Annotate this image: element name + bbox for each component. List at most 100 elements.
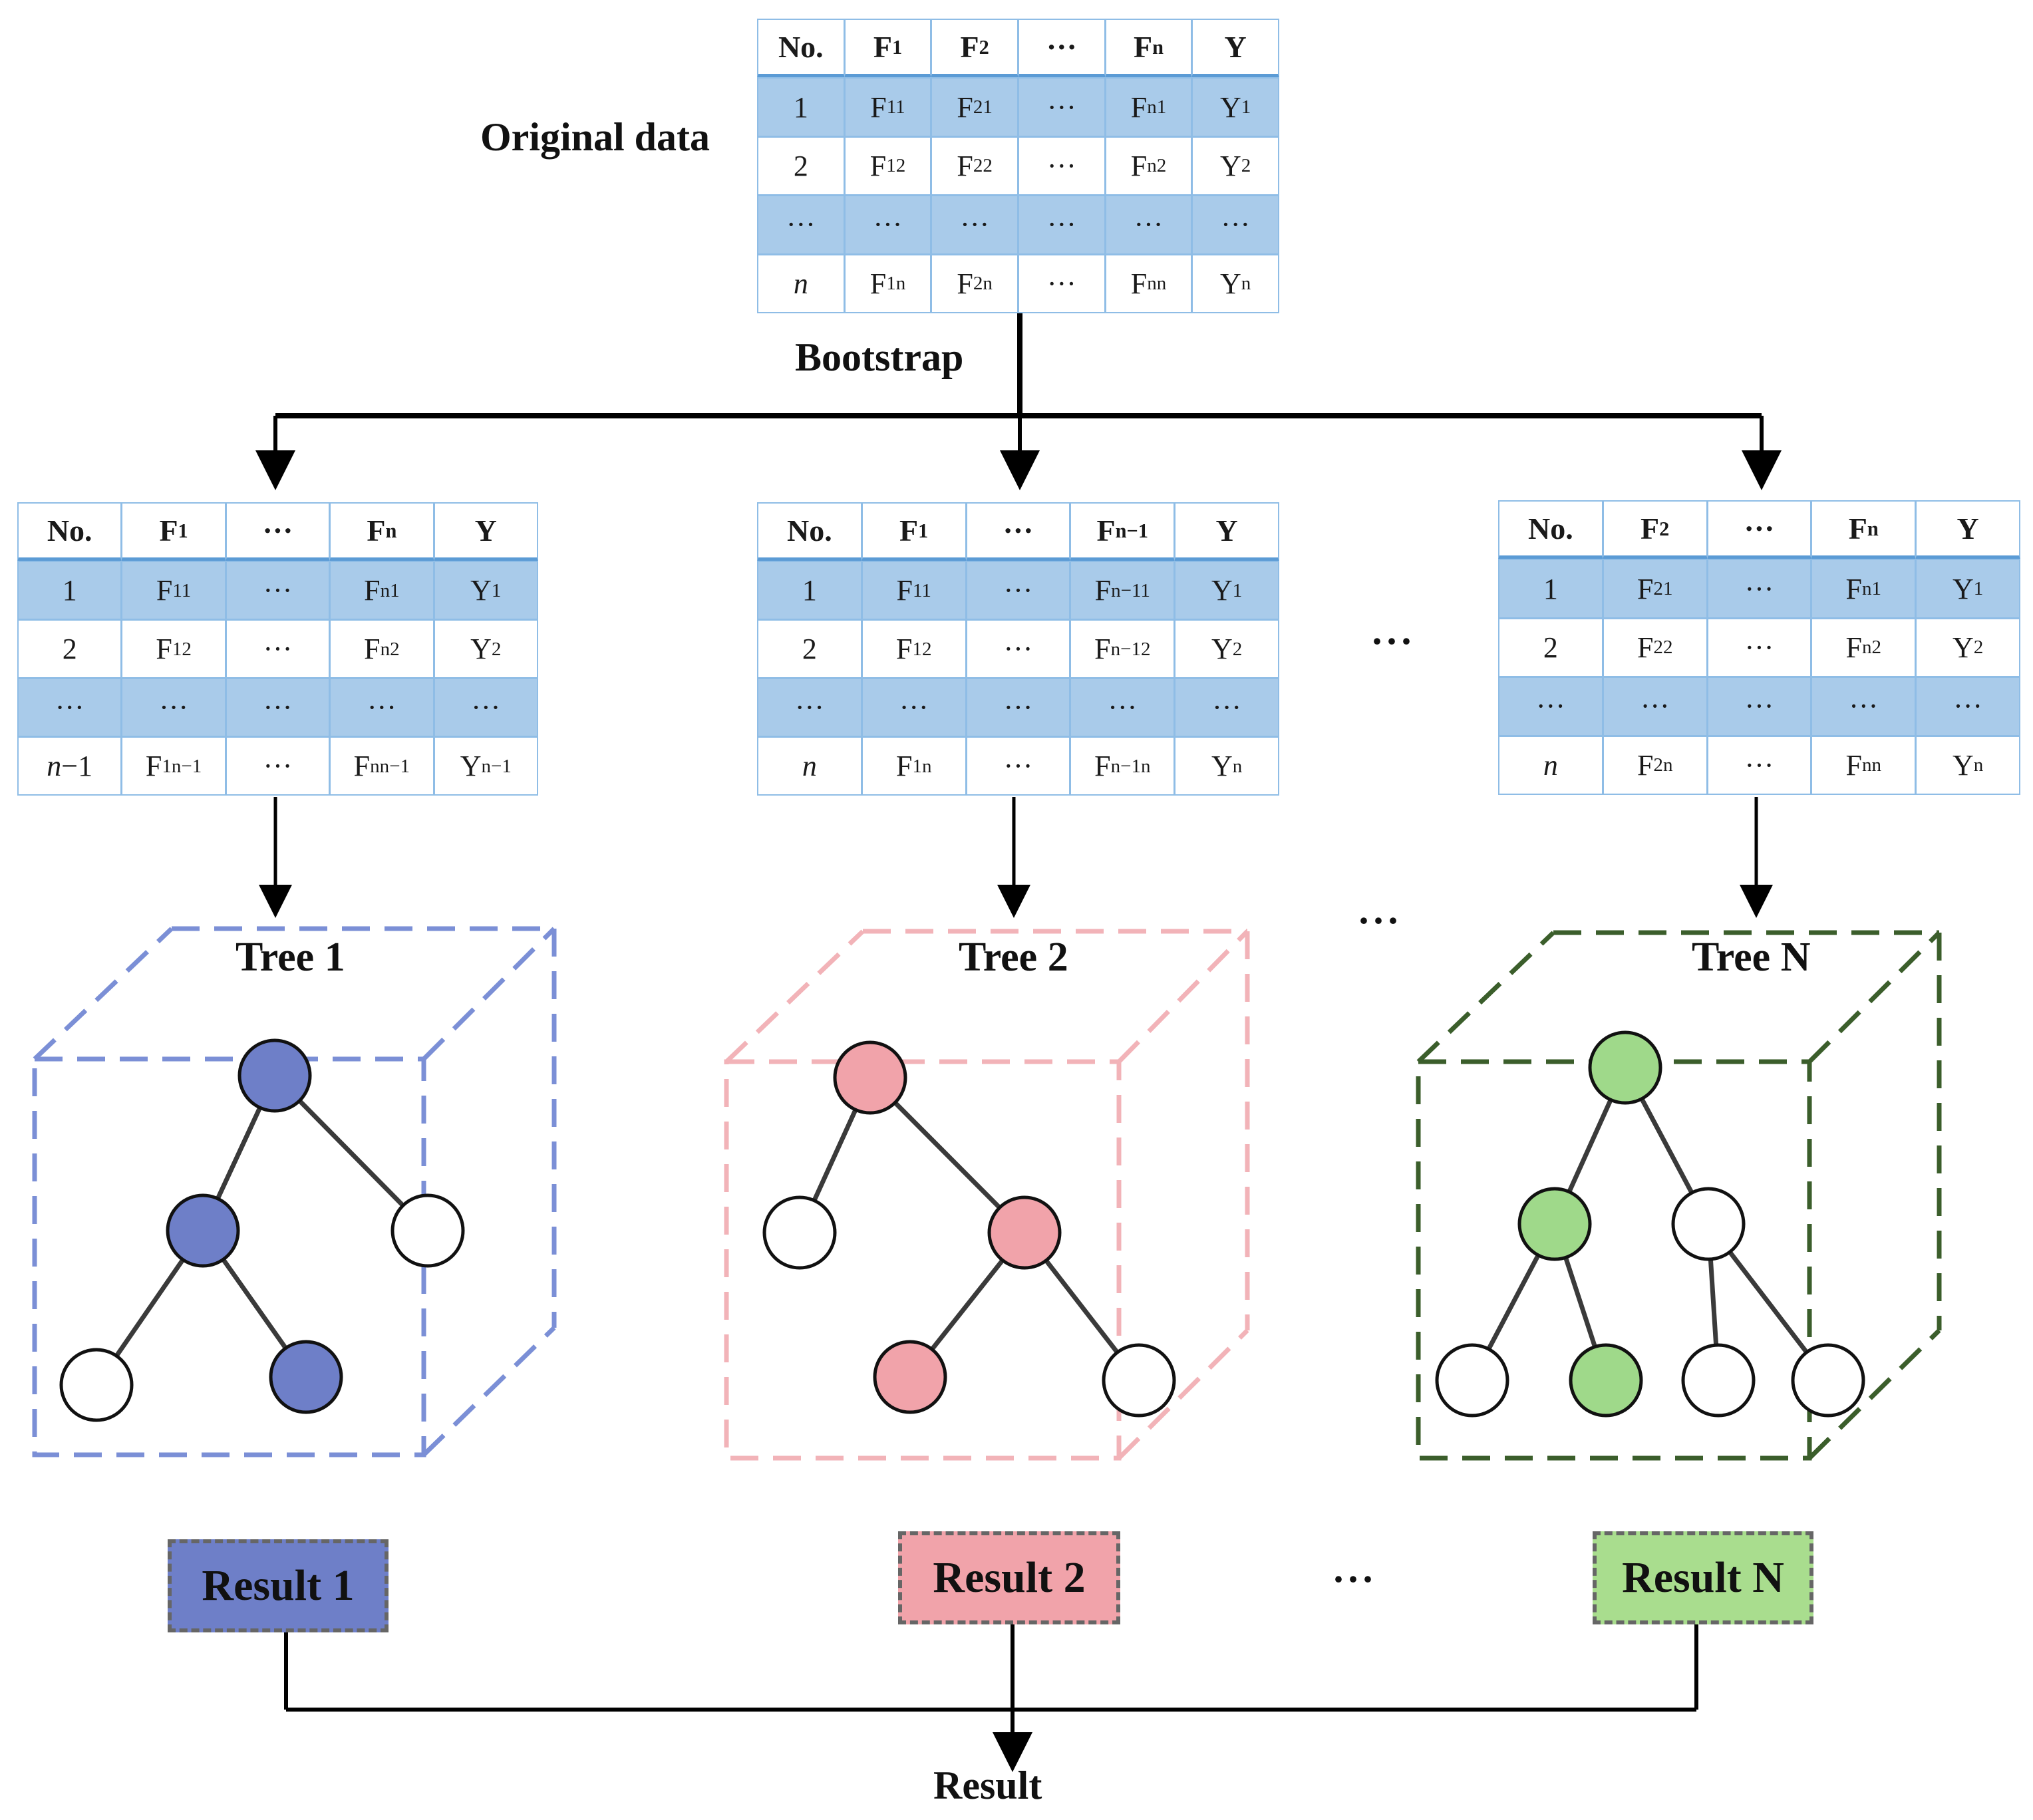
result-2-box: Result 2 — [898, 1531, 1120, 1624]
table-cell: 2 — [757, 136, 845, 196]
table-header-cell: ··· — [225, 502, 331, 561]
table-cell: 2 — [17, 619, 122, 679]
table-header-cell: Y — [1191, 19, 1279, 78]
bootstrap-label: Bootstrap — [795, 335, 964, 379]
table-cell: 1 — [1498, 559, 1603, 619]
table-header-cell: No. — [17, 502, 122, 561]
tree-n-leaf-node — [1435, 1343, 1509, 1418]
tree-n-leaf-node — [1791, 1343, 1865, 1418]
tree-2-root-node — [833, 1040, 907, 1115]
table-cell: n — [757, 736, 862, 796]
table-cell: ··· — [1706, 677, 1812, 736]
table-cell: ··· — [225, 561, 331, 620]
table-cell: ··· — [121, 678, 226, 737]
final-result-label: Result — [933, 1763, 1042, 1807]
table-header-cell: Y — [1915, 500, 2020, 560]
table-cell: ··· — [844, 195, 932, 255]
table-cell: ··· — [1018, 253, 1106, 313]
tree-2-leaf-node — [1102, 1343, 1176, 1418]
tree-n-leaf-node — [1681, 1343, 1756, 1418]
table-cell: ··· — [1706, 617, 1812, 678]
table-cell: 1 — [757, 561, 862, 620]
tree-n-leaf-node — [1671, 1187, 1746, 1261]
tree-2-box — [724, 929, 1250, 1461]
tree-n-node — [1569, 1343, 1643, 1418]
tree-2-node — [873, 1340, 947, 1414]
tree-n-root-node — [1588, 1030, 1662, 1105]
table-cell: ··· — [861, 678, 967, 737]
table-cell: n — [1498, 735, 1603, 795]
tree-1-node — [166, 1193, 240, 1268]
table-cell: ··· — [1018, 136, 1106, 196]
tree-2-node — [987, 1195, 1062, 1270]
table-cell: ··· — [225, 619, 331, 679]
table-cell: ··· — [1018, 195, 1106, 255]
tree-1-root-node — [237, 1038, 312, 1113]
table-cell: ··· — [1811, 677, 1917, 736]
table-cell: ··· — [433, 678, 538, 737]
table-cell: ··· — [225, 736, 331, 796]
table-cell: ··· — [225, 678, 331, 737]
table-cell: ··· — [965, 736, 1071, 796]
table-cell: 2 — [757, 619, 862, 679]
tree-1-title: Tree 1 — [235, 935, 345, 980]
tree-1-box — [32, 926, 557, 1457]
tree-2-leaf-node — [762, 1195, 837, 1270]
table-cell: ··· — [965, 678, 1071, 737]
result-n-box: Result N — [1593, 1531, 1813, 1624]
results-ellipsis: ··· — [1332, 1557, 1376, 1601]
tree-1-leaf-node — [59, 1348, 134, 1422]
table-cell: ··· — [1602, 677, 1708, 736]
table-header-cell: No. — [757, 502, 862, 561]
table-cell: ··· — [965, 561, 1071, 620]
tree-2-edges — [797, 1076, 1141, 1382]
tree-2-title: Tree 2 — [959, 935, 1068, 980]
table-cell: ··· — [1706, 735, 1812, 795]
tree-1-node — [269, 1340, 343, 1414]
table-header-cell: ··· — [1018, 19, 1106, 78]
tree-1-nodes — [59, 1038, 465, 1422]
table-header-cell: No. — [757, 19, 845, 78]
table-header-cell: Y — [1174, 502, 1279, 561]
